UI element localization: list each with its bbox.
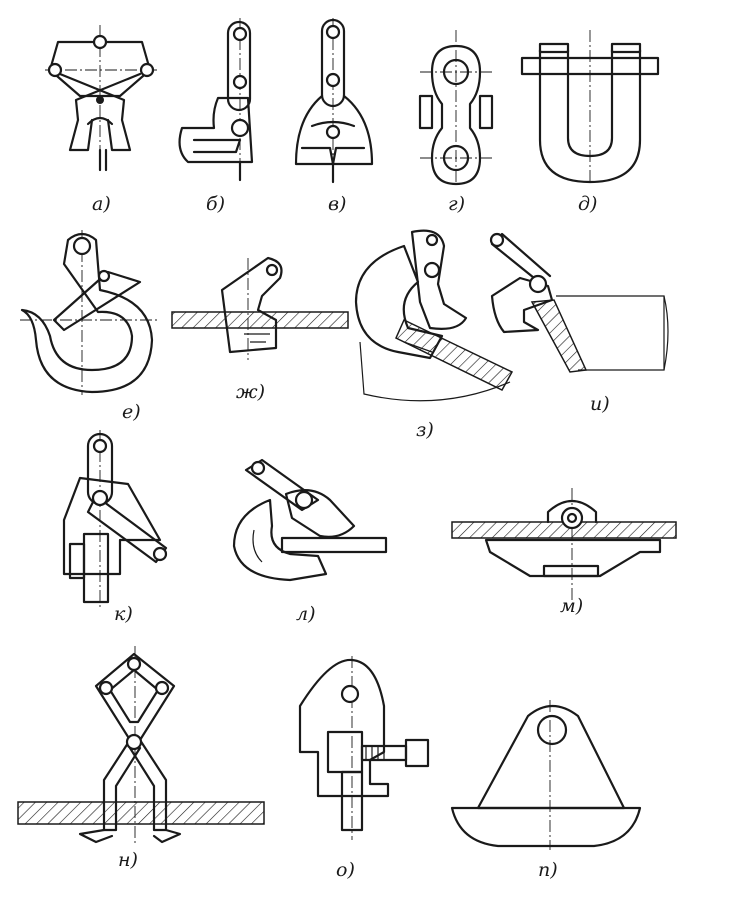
figure-k-lever-gripper bbox=[62, 430, 168, 610]
label-o: о) bbox=[336, 859, 355, 881]
label-zh: ж) bbox=[236, 381, 265, 403]
figure-i-edge-clamp bbox=[489, 232, 669, 373]
label-z: з) bbox=[416, 419, 434, 441]
label-n: н) bbox=[118, 849, 138, 871]
label-i: и) bbox=[590, 393, 610, 415]
figure-g-link bbox=[418, 30, 494, 186]
figure-o-screw-clamp bbox=[298, 656, 430, 840]
label-b: б) bbox=[206, 193, 225, 215]
figure-b-cam-gripper bbox=[178, 18, 254, 182]
label-g: г) bbox=[448, 193, 465, 215]
figure-e-hook-with-latch bbox=[20, 230, 160, 395]
figure-d-shackle bbox=[520, 30, 660, 185]
figure-a-scissor-tongs bbox=[45, 25, 160, 172]
figure-zh-plate-clamp bbox=[171, 256, 349, 360]
label-m: м) bbox=[560, 595, 583, 617]
figure-n-pincer-tongs bbox=[17, 646, 265, 845]
label-d: д) bbox=[578, 193, 597, 215]
figure-m-flat-clamp bbox=[451, 488, 677, 600]
figure-z-eccentric-clamp bbox=[354, 229, 514, 402]
label-k: к) bbox=[114, 603, 133, 625]
label-p: п) bbox=[538, 859, 558, 881]
label-a: а) bbox=[92, 193, 111, 215]
figure-l-lever-clamp bbox=[232, 458, 388, 582]
label-e: е) bbox=[122, 401, 141, 423]
label-l: л) bbox=[296, 603, 316, 625]
figure-v-double-cam-gripper bbox=[294, 18, 374, 184]
label-v: в) bbox=[328, 193, 346, 215]
figure-p-lifting-lug bbox=[450, 700, 642, 850]
